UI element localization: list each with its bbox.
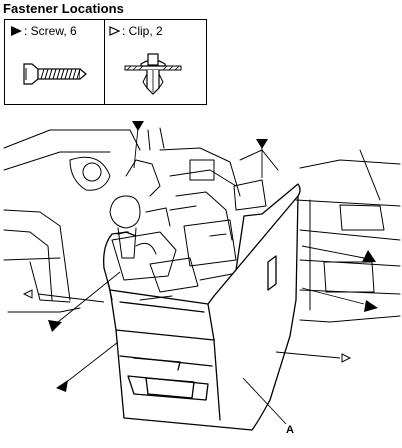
hollow-arrow-icon <box>109 26 120 36</box>
screw-marker-6 <box>56 380 68 392</box>
page-title: Fastener Locations <box>3 1 124 16</box>
screw-marker-5 <box>48 320 62 332</box>
part-label-a: A <box>286 424 294 436</box>
console-housing <box>103 183 301 431</box>
screw-icon <box>23 63 87 85</box>
screw-marker-3 <box>362 250 376 262</box>
legend-clip-label: : Clip, 2 <box>122 24 163 38</box>
legend-clip-cell: : Clip, 2 <box>105 20 206 104</box>
clip-markers <box>22 289 352 363</box>
screw-marker-2 <box>256 139 268 149</box>
clip-icon <box>124 53 182 95</box>
legend-screw-label: : Screw, 6 <box>24 24 77 38</box>
fastener-legend: : Screw, 6 : Clip, 2 <box>4 19 207 105</box>
screw-marker-4 <box>364 300 378 312</box>
dashboard-outline <box>3 129 401 323</box>
legend-divider <box>104 20 105 104</box>
filled-arrow-icon <box>11 26 22 36</box>
clip-marker-2 <box>341 353 352 363</box>
shift-mechanism <box>109 127 279 301</box>
screw-markers <box>48 121 378 392</box>
leader-lines <box>37 127 365 425</box>
clip-marker-1 <box>22 289 33 299</box>
legend-screw-cell: : Screw, 6 <box>5 20 104 104</box>
screw-marker-1 <box>132 121 144 131</box>
